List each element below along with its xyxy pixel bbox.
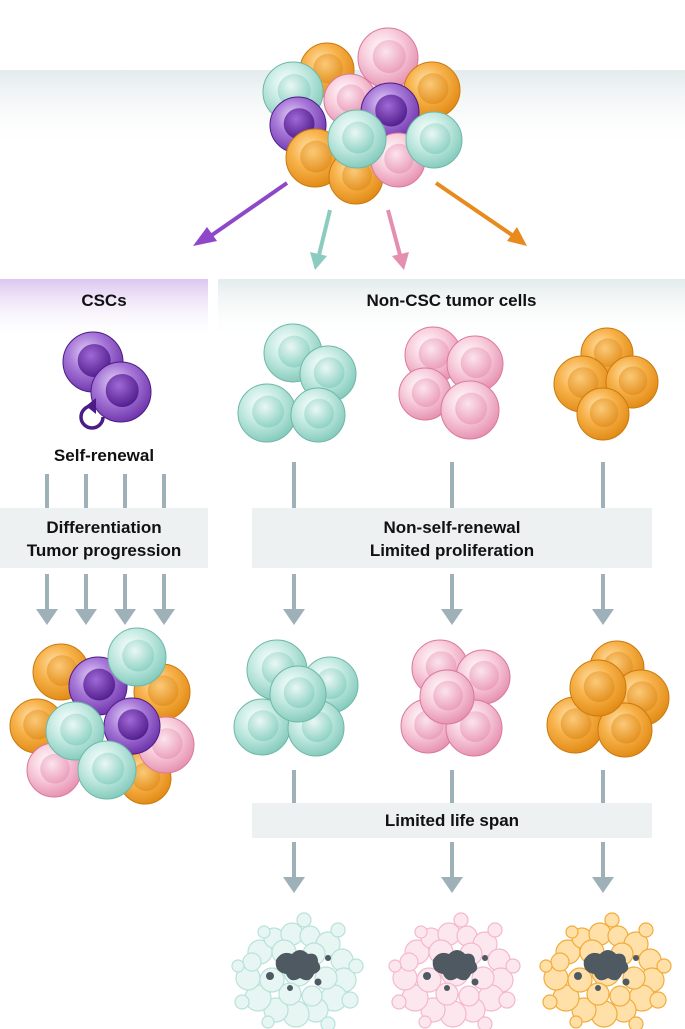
self-renewal-label: Self-renewal [53, 446, 155, 465]
csc-cell [90, 361, 152, 423]
orange-cell [569, 659, 627, 717]
csc-heading: CSCs [81, 291, 127, 310]
teal-cell [237, 383, 297, 443]
orange-apoptotic-debris [539, 912, 672, 1029]
pink-cell [419, 669, 475, 725]
life-span-arrow-2-head [441, 877, 463, 893]
proliferation-arrow-3-head [592, 609, 614, 625]
arrow-to-pink [386, 209, 402, 256]
orange-cell [576, 387, 630, 441]
teal-cell [233, 698, 291, 756]
progression-arrow-2-head [75, 609, 97, 625]
limited-proliferation-label: Limited proliferation [369, 541, 535, 560]
divergence-arrows [193, 181, 527, 270]
progression-arrow-4-head [153, 609, 175, 625]
life-span-arrow-3-head [592, 877, 614, 893]
circular-arrow-icon [79, 398, 105, 430]
arrowhead-purple [193, 227, 217, 246]
pink-apoptotic-debris [388, 912, 521, 1029]
teal-cell [290, 387, 346, 443]
differentiation-label: Differentiation [46, 518, 162, 537]
pink-cell [398, 367, 452, 421]
proliferation-arrow-2-head [441, 609, 463, 625]
progression-arrow-1-head [36, 609, 58, 625]
progression-tumor-cell [103, 697, 161, 755]
life-span-arrow-1-head [283, 877, 305, 893]
non-csc-heading: Non-CSC tumor cells [366, 291, 537, 310]
progression-tumor-cell [45, 701, 105, 761]
arrow-to-teal [317, 209, 332, 256]
arrow-to-csc [210, 181, 289, 237]
progression-tumor-cell [77, 740, 137, 800]
flow-arrows [45, 462, 605, 803]
tumor-progression-label: Tumor progression [26, 541, 182, 560]
life-span-band [252, 803, 652, 838]
down-arrows [36, 574, 614, 893]
differentiation-band [0, 508, 208, 568]
progression-tumor-cell [107, 627, 167, 687]
pink-cell [440, 380, 500, 440]
arrowhead-teal [310, 252, 327, 270]
arrowhead-orange [507, 227, 527, 246]
teal-apoptotic-debris [231, 912, 364, 1029]
proliferation-band [252, 508, 652, 568]
top-tumor-cell [405, 111, 463, 169]
limited-life-span-label: Limited life span [384, 811, 520, 830]
teal-cell [269, 665, 327, 723]
arrow-to-orange [434, 181, 514, 237]
proliferation-arrow-1-head [283, 609, 305, 625]
arrowhead-pink [392, 252, 409, 270]
top-tumor-cell [327, 109, 387, 169]
cells-layer [9, 27, 672, 1029]
orange-cell [597, 702, 653, 758]
csc-header-band [0, 279, 208, 341]
non-self-renewal-label: Non-self-renewal [383, 518, 521, 537]
top-tumor-cell [357, 27, 419, 89]
progression-arrow-3-head [114, 609, 136, 625]
